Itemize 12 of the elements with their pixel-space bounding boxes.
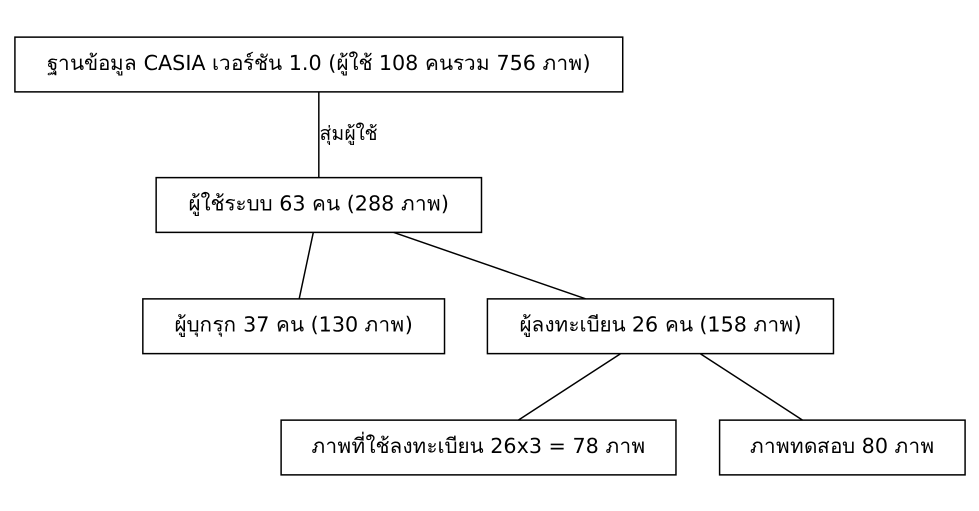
connector (298, 232, 314, 298)
connector (699, 352, 802, 420)
node-box: ภาพที่ใช้ลงทะเบียน 26x3 = 78 ภาพ (280, 418, 676, 476)
node-box: ผู้ลงทะเบียน 26 คน (158 ภาพ) (486, 298, 834, 354)
node-box: ภาพทดสอบ 80 ภาพ (718, 418, 966, 476)
edge-label: สุ่มผู้ใช้ (318, 121, 377, 144)
node-box: ฐานข้อมูล CASIA เวอร์ชัน 1.0 (ผู้ใช้ 108 คนรวม 756 ภาพ) (14, 36, 623, 92)
node-box: ผู้ใช้ระบบ 63 คน (288 ภาพ) (154, 176, 482, 233)
connector (318, 92, 320, 178)
connector (517, 352, 620, 420)
node-box: ผู้บุกรุก 37 คน (130 ภาพ) (142, 298, 445, 354)
connector (393, 231, 586, 300)
